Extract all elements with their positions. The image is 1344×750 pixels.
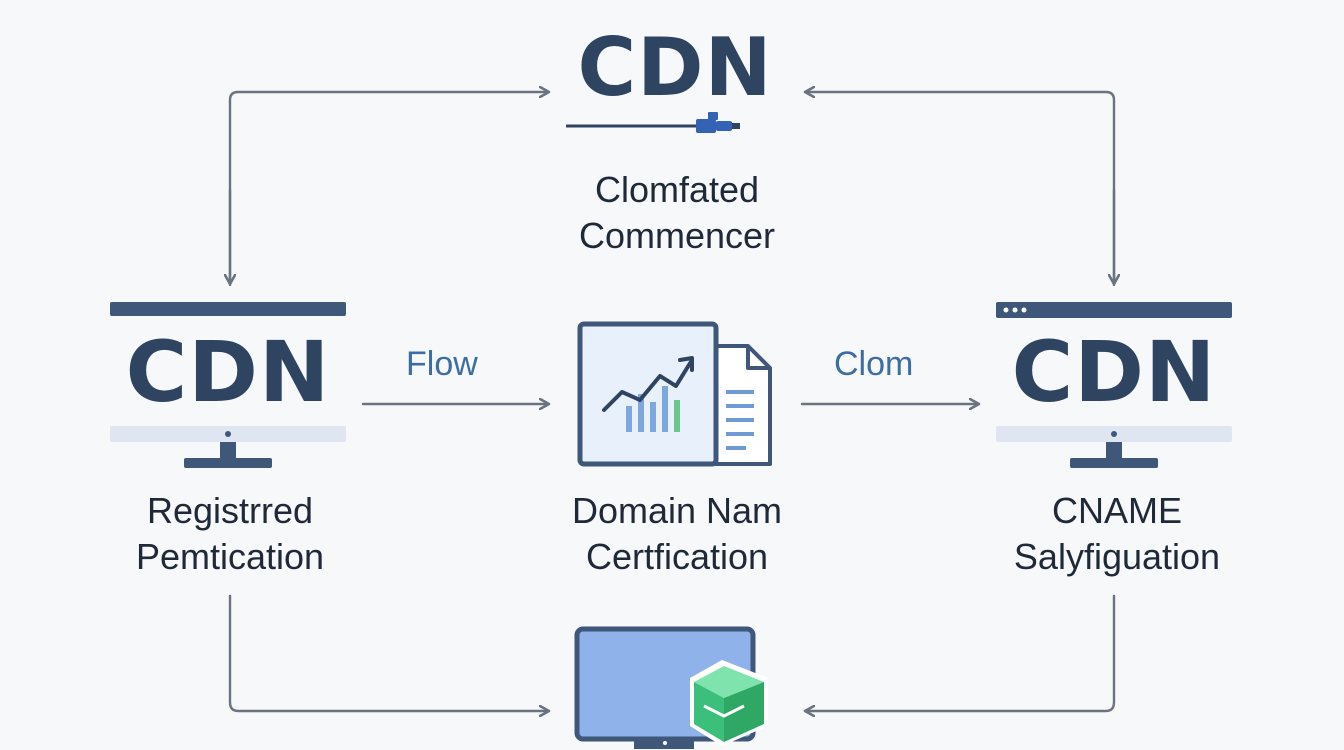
- arrow-left-to-bottom: [228, 594, 548, 711]
- left-node-caption: Registrred Pemtication: [84, 488, 376, 580]
- top-node-caption: Clomfated Commencer: [520, 167, 834, 259]
- center-node-caption-line1: Domain Nam: [571, 490, 783, 531]
- top-node-caption-line1: Clomfated: [594, 169, 760, 210]
- top-node-logo: CDN: [577, 21, 773, 114]
- right-node-caption: CNAME Salyfiguation: [960, 488, 1274, 580]
- computer-with-cube-icon: [574, 626, 768, 749]
- center-node-caption-line2: Certfication: [585, 536, 769, 577]
- left-monitor-icon: [110, 302, 346, 468]
- edge-label-clom: Clom: [834, 345, 914, 383]
- right-node-caption-line1: CNAME: [1051, 490, 1182, 531]
- center-node-caption: Domain Nam Certfication: [520, 488, 834, 580]
- right-node-logo: CDN: [1011, 323, 1217, 421]
- arrow-right-to-top: [806, 92, 1116, 287]
- left-node-logo: CDN: [125, 323, 331, 421]
- right-node-caption-line2: Salyfiguation: [1013, 536, 1221, 577]
- top-node-caption-line2: Commencer: [578, 215, 776, 256]
- cable-connector-icon: [566, 112, 740, 133]
- arrow-left-to-top: [228, 92, 548, 287]
- edge-label-flow: Flow: [406, 345, 478, 383]
- arrow-right-to-bottom: [806, 594, 1116, 711]
- left-node-caption-line2: Pemtication: [135, 536, 325, 577]
- right-monitor-icon: [996, 302, 1232, 468]
- report-document-icon: [577, 321, 772, 467]
- left-node-caption-line1: Registrred: [146, 490, 314, 531]
